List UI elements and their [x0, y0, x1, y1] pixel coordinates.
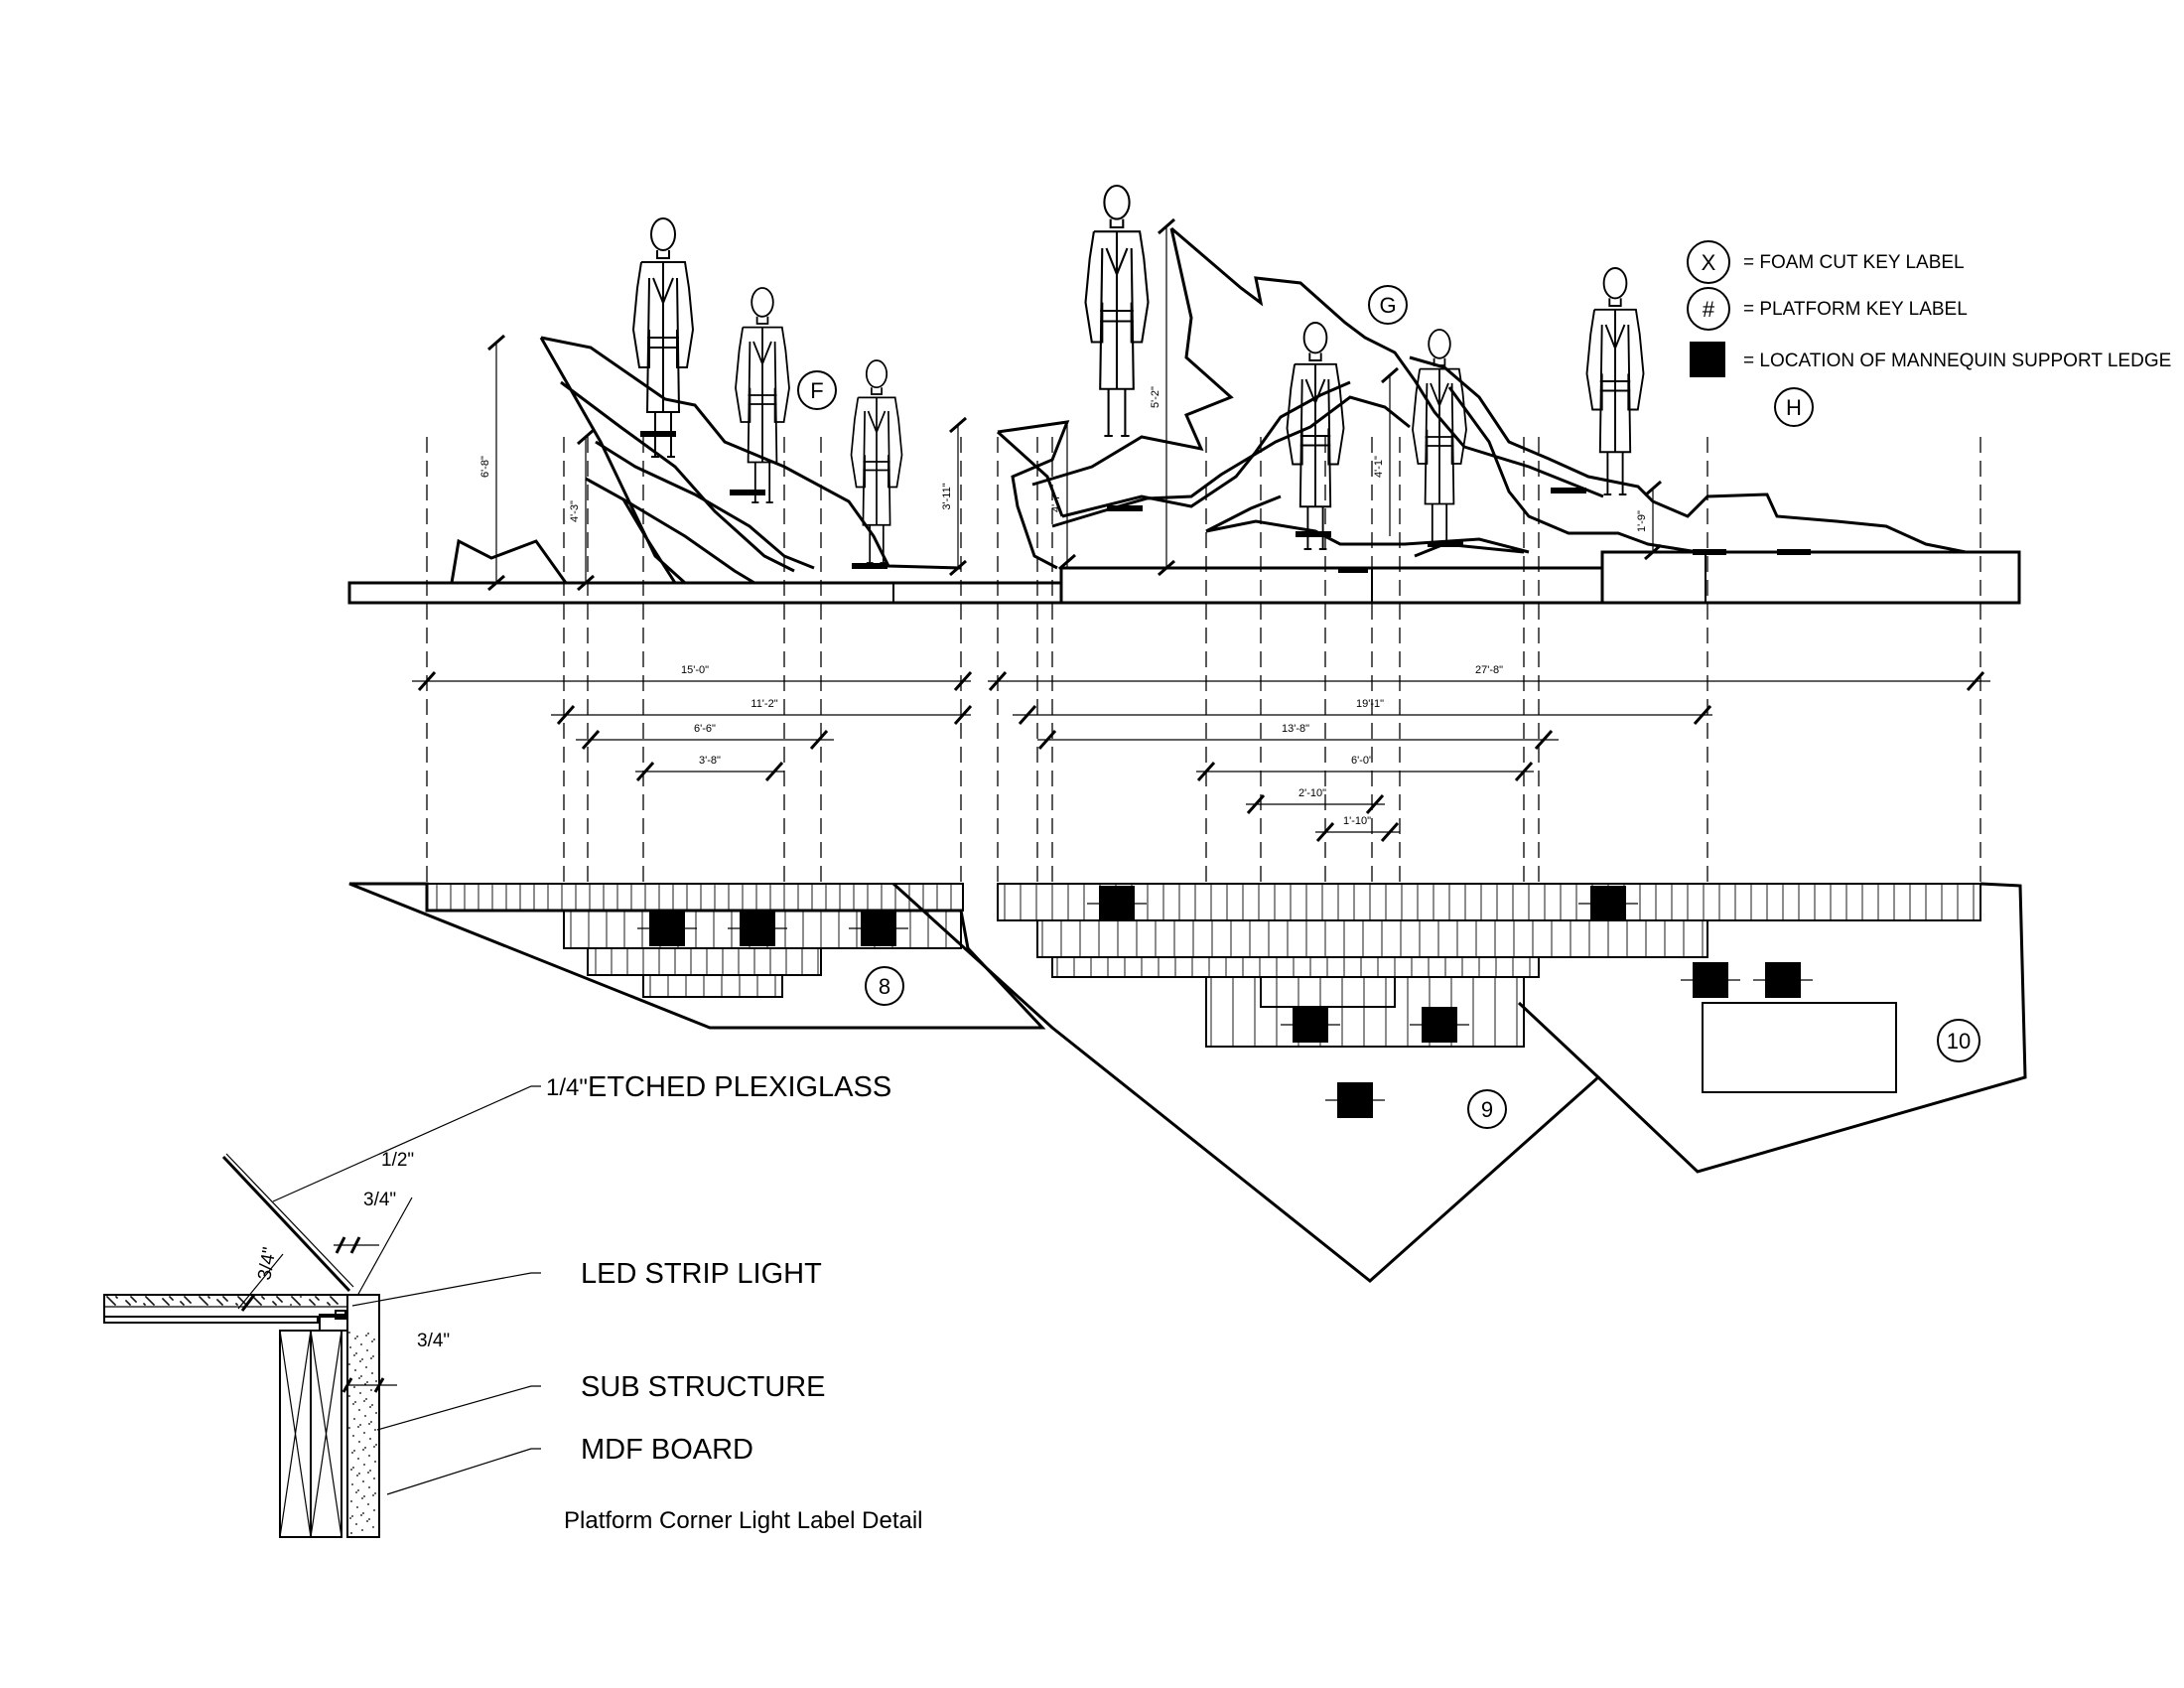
legend-platform: # = PLATFORM KEY LABEL	[1687, 287, 1968, 331]
sub-structure-label: SUB STRUCTURE	[581, 1371, 826, 1403]
plan-support-ledges	[637, 886, 1813, 1118]
svg-text:3'-8": 3'-8"	[699, 755, 721, 767]
svg-text:3'-11": 3'-11"	[941, 483, 953, 509]
corner-light-detail: 1/2" 3/4" 3/4" 3/4" 1/4" ETCHED PLEXIGLA…	[103, 1071, 923, 1538]
projection-lines	[426, 437, 1981, 884]
elevation-view: F G H 6'-8" 4'-3" 3'-11" 4'-7"	[347, 184, 2021, 605]
legend-foam-cut: X = FOAM CUT KEY LABEL	[1687, 240, 1965, 284]
foam-piece-f	[450, 336, 962, 585]
ledge-marks	[640, 431, 1811, 573]
legend-support-ledge: = LOCATION OF MANNEQUIN SUPPORT LEDGE	[1690, 342, 2171, 377]
svg-text:4'-7": 4'-7"	[1050, 491, 1062, 512]
mannequin	[631, 217, 695, 458]
detail-caption: Platform Corner Light Label Detail	[564, 1507, 923, 1534]
svg-text:#: #	[1703, 297, 1715, 322]
svg-text:= FOAM CUT KEY LABEL: = FOAM CUT KEY LABEL	[1743, 252, 1965, 273]
plexiglass-label: ETCHED PLEXIGLASS	[588, 1071, 891, 1103]
svg-text:= LOCATION OF MANNEQUIN SUPPOR: = LOCATION OF MANNEQUIN SUPPORT LEDGE	[1743, 351, 2171, 371]
height-dimensions: 6'-8" 4'-3" 3'-11" 4'-7" 5'-2" 4'-1" 1'-…	[479, 217, 1662, 592]
dim-overall-left: 15'-0"	[412, 664, 973, 691]
elevation-base-left	[347, 581, 1063, 605]
mannequin	[1286, 322, 1345, 550]
svg-text:= PLATFORM KEY LABEL: = PLATFORM KEY LABEL	[1743, 299, 1968, 320]
svg-text:9: 9	[1481, 1097, 1493, 1122]
svg-text:13'-8": 13'-8"	[1282, 723, 1309, 735]
legend: X = FOAM CUT KEY LABEL # = PLATFORM KEY …	[1687, 240, 2171, 377]
foam-piece-h	[1409, 355, 1967, 554]
mannequin	[1585, 267, 1645, 495]
svg-text:27'-8": 27'-8"	[1475, 664, 1503, 676]
led-strip-label: LED STRIP LIGHT	[581, 1258, 822, 1290]
horizontal-dimensions: 15'-0" 11'-2" 6'-6" 3'-8" 27'-8"	[412, 664, 1990, 842]
svg-text:4'-3": 4'-3"	[569, 500, 581, 522]
svg-text:8: 8	[879, 974, 890, 999]
svg-text:6'-0": 6'-0"	[1351, 755, 1373, 767]
mannequin	[735, 287, 790, 503]
svg-text:X: X	[1702, 250, 1716, 275]
foam-label-g: G	[1368, 285, 1408, 325]
foam-piece-g	[996, 226, 1604, 570]
dim-three-quarter-b: 3/4"	[254, 1246, 280, 1282]
dim-overall-right: 27'-8"	[988, 664, 1990, 691]
svg-text:1'-10": 1'-10"	[1343, 815, 1371, 827]
plan-view: 8 9 10	[348, 882, 2027, 1283]
svg-text:10: 10	[1947, 1029, 1971, 1054]
svg-text:6'-6": 6'-6"	[694, 723, 716, 735]
mannequin	[1084, 184, 1150, 438]
plexi-fraction: 1/4"	[546, 1074, 588, 1101]
dim-left-3: 6'-6"	[576, 723, 834, 750]
dim-right-6: 1'-10"	[1315, 815, 1400, 842]
svg-text:15'-0": 15'-0"	[681, 664, 709, 676]
svg-text:11'-2": 11'-2"	[751, 698, 777, 710]
platform-10-outline	[1596, 882, 2027, 1174]
foam-label-f: F	[797, 370, 837, 410]
platform-label-10: 10	[1937, 1019, 1980, 1062]
platform-label-8: 8	[865, 966, 904, 1006]
platform-8-outline	[348, 882, 1046, 1030]
svg-text:6'-8": 6'-8"	[479, 456, 491, 478]
elevation-base-right	[1600, 550, 2021, 605]
plexiglass-sheet	[221, 1155, 351, 1293]
svg-text:H: H	[1786, 395, 1802, 420]
mdf-board-label: MDF BOARD	[581, 1434, 753, 1466]
platform-label-9: 9	[1467, 1089, 1507, 1129]
platform-9-outline	[891, 882, 1601, 1283]
dim-right-3: 13'-8"	[1037, 723, 1559, 750]
svg-text:F: F	[810, 378, 823, 403]
dim-left-2: 11'-2"	[551, 698, 973, 725]
svg-text:19'-1": 19'-1"	[1356, 698, 1384, 710]
dim-three-quarter-a: 3/4"	[363, 1190, 396, 1210]
dim-right-2: 19'-1"	[1013, 698, 1712, 725]
side-panel	[346, 1294, 380, 1538]
svg-text:G: G	[1379, 293, 1396, 318]
dim-left-4: 3'-8"	[635, 755, 784, 781]
foam-label-h: H	[1774, 387, 1814, 427]
svg-text:2'-10": 2'-10"	[1298, 787, 1326, 799]
dim-right-4: 6'-0"	[1196, 755, 1534, 781]
dim-right-5: 2'-10"	[1246, 787, 1385, 814]
dim-half: 1/2"	[381, 1150, 414, 1171]
mannequin	[1412, 329, 1467, 545]
mannequin	[850, 359, 903, 564]
svg-text:1'-9": 1'-9"	[1636, 510, 1648, 532]
svg-text:4'-1": 4'-1"	[1373, 456, 1385, 478]
dim-three-quarter-c: 3/4"	[417, 1331, 450, 1351]
led-strip	[319, 1314, 348, 1332]
svg-text:5'-2": 5'-2"	[1150, 386, 1161, 408]
elevation-base-mid	[1059, 566, 1604, 605]
